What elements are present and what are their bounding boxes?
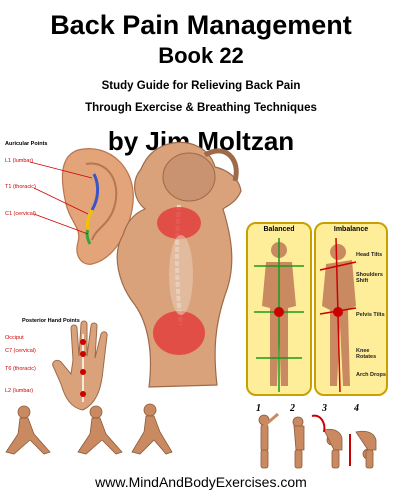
imbalance-figure bbox=[319, 237, 357, 393]
stretch-step-2: 2 bbox=[290, 403, 295, 414]
lunge-exercise-illustrations bbox=[5, 403, 173, 455]
imbalance-label-shoulders: Shoulders Shift bbox=[356, 272, 383, 284]
subtitle-line-1: Study Guide for Relieving Back Pain bbox=[101, 80, 301, 92]
imbalance-label-arch: Arch Drops bbox=[356, 372, 386, 378]
hand-point-occiput: Occiput bbox=[5, 335, 24, 341]
subtitle-line-2: Through Exercise & Breathing Techniques bbox=[85, 102, 317, 114]
stretch-step-1: 1 bbox=[256, 403, 261, 414]
auricular-point-c1: C1 (cervical) bbox=[5, 211, 36, 217]
back-figure-illustration bbox=[116, 141, 242, 388]
stretch-step-4: 4 bbox=[354, 403, 359, 414]
book-title: Back Pain Management bbox=[50, 10, 352, 40]
imbalance-label-knee: Knee Rotates bbox=[356, 348, 377, 360]
imbalance-panel: Imbalance Head Tilts Shoulders Shift Pel… bbox=[314, 222, 388, 396]
balanced-figure bbox=[254, 238, 304, 392]
imbalance-label-head: Head Tilts bbox=[356, 252, 383, 258]
hand-heading: Posterior Hand Points bbox=[22, 318, 80, 324]
balanced-panel: Balanced bbox=[246, 222, 312, 396]
imbalance-label-pelvis: Pelvis Tilts bbox=[356, 312, 385, 318]
auricular-heading: Auricular Points bbox=[5, 141, 48, 147]
auricular-point-t1: T1 (thoracic) bbox=[5, 184, 36, 190]
balanced-panel-title: Balanced bbox=[263, 226, 295, 233]
auricular-point-l1: L1 (lumbar) bbox=[5, 158, 34, 164]
hand-point-l2: L2 (lumbar) bbox=[5, 388, 34, 394]
book-number: Book 22 bbox=[158, 43, 244, 68]
imbalance-panel-title: Imbalance bbox=[333, 226, 369, 233]
hand-illustration bbox=[52, 320, 108, 411]
stretch-step-3: 3 bbox=[322, 403, 327, 414]
hand-point-c7: C7 (cervical) bbox=[5, 348, 36, 354]
ear-illustration bbox=[29, 148, 134, 265]
hand-point-t6: T6 (thoracic) bbox=[5, 366, 36, 372]
stretch-sequence-illustrations bbox=[258, 412, 377, 469]
website-url[interactable]: www.MindAndBodyExercises.com bbox=[95, 474, 307, 490]
